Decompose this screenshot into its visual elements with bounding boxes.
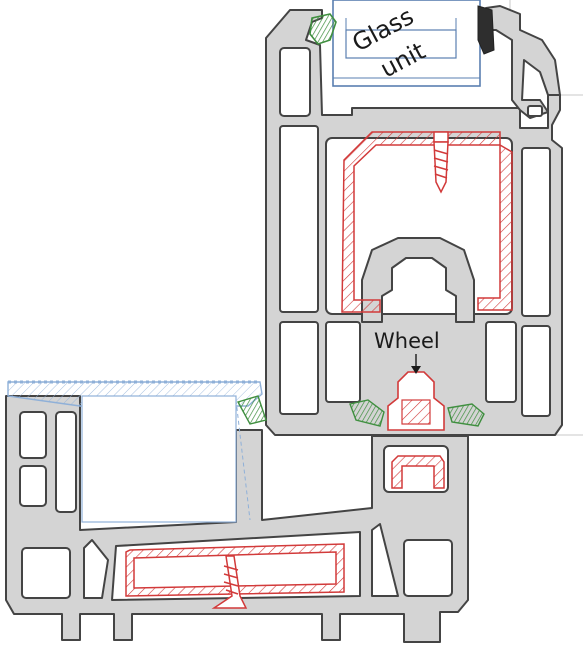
wheel-arrow bbox=[411, 354, 421, 374]
gasket-center-right bbox=[447, 403, 485, 427]
wheel-assembly bbox=[387, 371, 445, 431]
sash-screw-icon bbox=[433, 131, 449, 194]
frame-steel-reinforcement bbox=[125, 543, 345, 597]
glass-gasket-left bbox=[309, 13, 337, 45]
glass-gasket-right bbox=[477, 5, 495, 55]
gasket-center-left bbox=[349, 399, 385, 427]
frame-small-reinforcement bbox=[391, 455, 445, 489]
wheel-label: Wheel bbox=[374, 329, 440, 353]
sash-steel-reinforcement bbox=[341, 131, 513, 313]
gasket-left bbox=[236, 395, 267, 425]
sash-center-channel bbox=[361, 237, 475, 323]
sill-cover bbox=[7, 380, 263, 523]
frame-screw-icon bbox=[211, 555, 248, 609]
